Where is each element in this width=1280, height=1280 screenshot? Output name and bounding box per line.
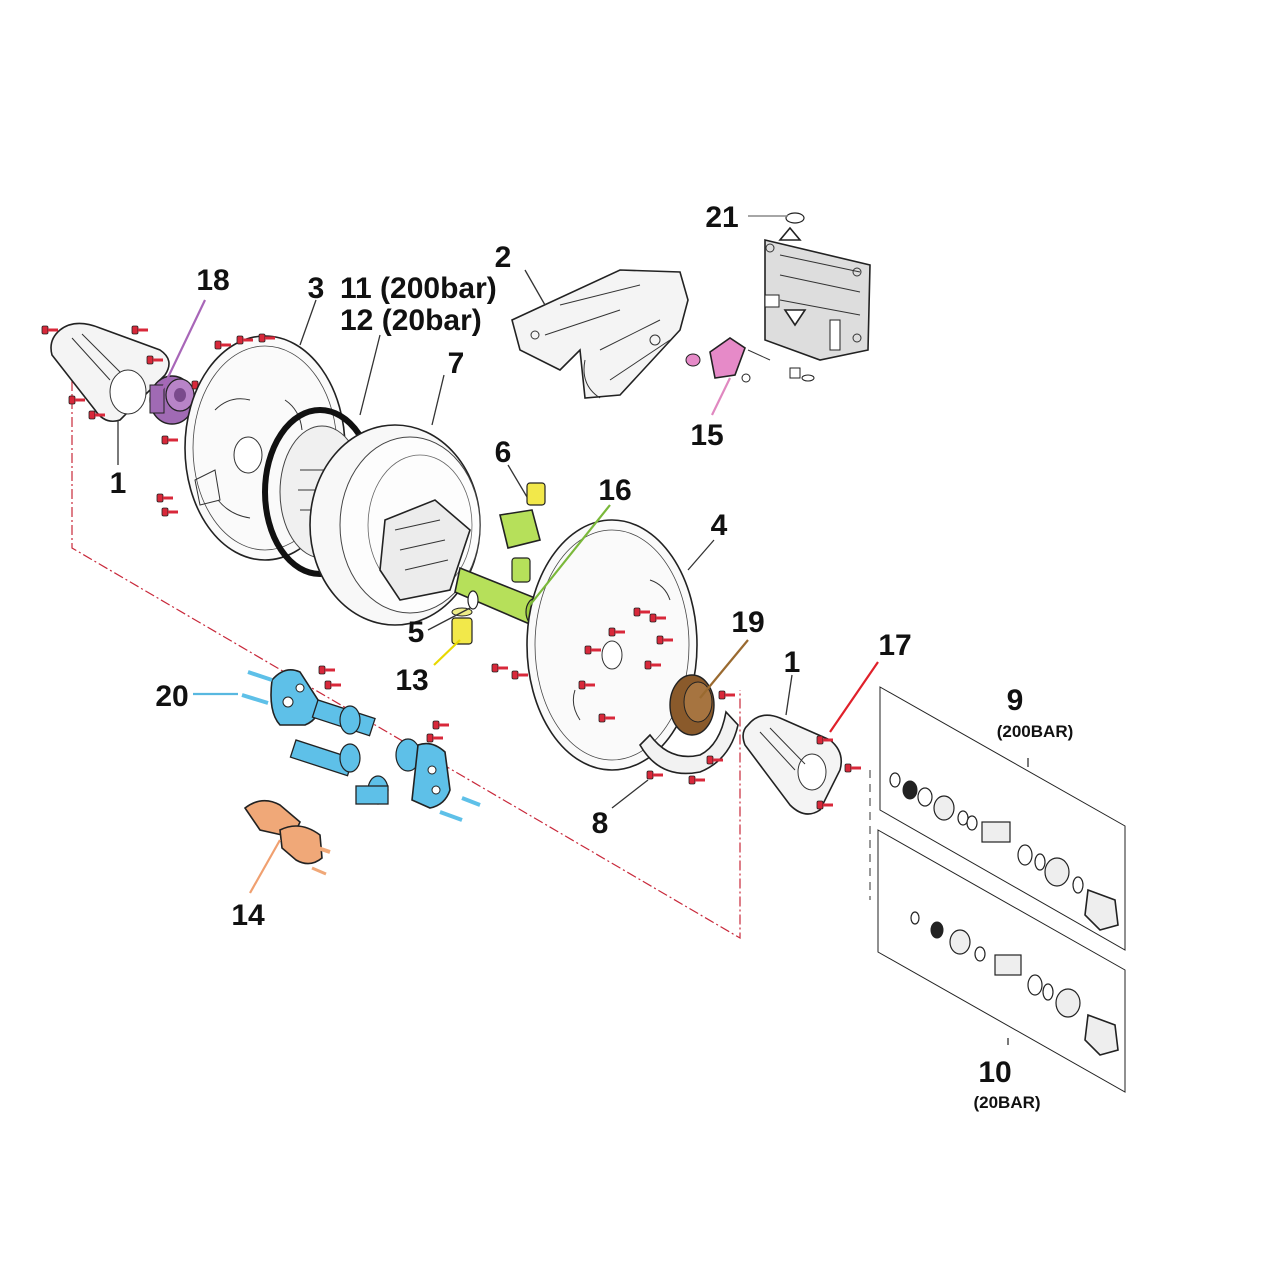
label-part-18: 18 bbox=[196, 264, 229, 297]
part-2-frame bbox=[511, 269, 689, 399]
label-part-6: 6 bbox=[495, 436, 512, 469]
label-part-8: 8 bbox=[592, 807, 609, 840]
label-part-19: 19 bbox=[731, 606, 764, 639]
label-part-16: 16 bbox=[598, 474, 631, 507]
part-7-drum bbox=[309, 424, 481, 626]
part-6-fitting bbox=[526, 482, 546, 506]
label-part-4: 4 bbox=[711, 509, 728, 542]
label-part-9: 9 bbox=[1007, 684, 1024, 717]
label-part-2: 2 bbox=[495, 241, 512, 274]
label-part-10: 10 bbox=[978, 1056, 1011, 1089]
label-part-17: 17 bbox=[878, 629, 911, 662]
part-9-swivel-kit-box bbox=[879, 686, 1126, 951]
label-part-9-pressure: (200BAR) bbox=[997, 722, 1074, 741]
part-10-swivel-kit-box bbox=[877, 829, 1126, 1093]
label-part-5: 5 bbox=[408, 616, 425, 649]
part-1-left-bracket bbox=[40, 322, 170, 423]
label-part-21: 21 bbox=[705, 201, 738, 234]
part-20-axle-assembly bbox=[241, 664, 481, 822]
part-5-washer bbox=[467, 590, 479, 610]
leader-lines bbox=[117, 215, 1029, 1045]
label-part-14: 14 bbox=[231, 899, 265, 932]
part-13-fitting bbox=[451, 607, 473, 645]
label-part-7: 7 bbox=[448, 347, 465, 380]
label-part-1-right: 1 bbox=[784, 646, 801, 679]
part-14-clamp bbox=[243, 799, 331, 876]
part-8-gear-segment bbox=[639, 710, 739, 786]
label-part-12: 12 (20bar) bbox=[340, 304, 482, 337]
label-part-11: 11 (200bar) bbox=[340, 272, 497, 305]
part-21-mount-plate bbox=[764, 212, 871, 382]
part-1-right-bracket bbox=[742, 714, 863, 815]
part-4-right-flange bbox=[490, 519, 698, 771]
part-15-latch bbox=[685, 337, 771, 383]
label-part-10-pressure: (20BAR) bbox=[973, 1093, 1040, 1112]
label-part-20: 20 bbox=[155, 680, 188, 713]
label-part-13: 13 bbox=[395, 664, 428, 697]
label-part-3: 3 bbox=[308, 272, 325, 305]
label-part-1-left: 1 bbox=[110, 467, 127, 500]
label-part-15: 15 bbox=[690, 419, 723, 452]
